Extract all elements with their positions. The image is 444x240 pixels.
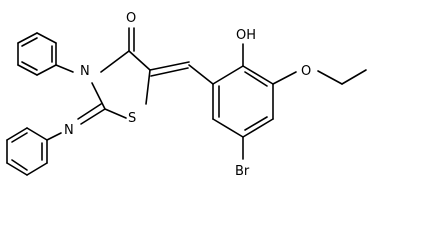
bond-line	[21, 37, 38, 47]
bond-line	[17, 32, 38, 44]
bond-line	[272, 71, 297, 85]
bond-line	[80, 108, 106, 125]
bond-line	[128, 50, 151, 71]
bond-line	[21, 61, 38, 71]
bond-line	[244, 116, 268, 131]
atom-labels: O N S N OH O Br	[64, 11, 311, 179]
bond-line	[11, 132, 28, 143]
molecule-canvas: O N S N OH O Br	[6, 11, 367, 179]
bond-line	[100, 50, 130, 73]
bond-line	[26, 127, 48, 141]
bond-line	[6, 162, 28, 176]
hydroxyl-label: OH	[236, 28, 256, 43]
bond-line	[244, 71, 268, 87]
ether-oxygen-label: O	[301, 64, 311, 79]
bond-line	[188, 64, 214, 85]
bond-line	[36, 32, 57, 44]
bond-line	[17, 64, 38, 76]
bond-line	[242, 65, 274, 85]
bond-line	[317, 70, 343, 85]
chemical-structure-diagram: O N S N OH O Br	[6, 11, 367, 179]
bond-line	[46, 132, 62, 141]
bond-line	[212, 65, 244, 85]
bond-line	[149, 61, 190, 71]
bond-line	[104, 108, 127, 119]
bond-line	[6, 127, 28, 141]
bond-line	[242, 118, 274, 138]
bromine-label: Br	[235, 164, 250, 179]
bond-line	[91, 82, 106, 110]
bond-line	[11, 159, 28, 171]
bond-line	[55, 64, 74, 73]
bond-line	[36, 64, 57, 76]
bond-line	[77, 103, 102, 120]
bond-line	[212, 118, 244, 138]
ring-sulfur-label: S	[128, 111, 136, 126]
bond-line	[341, 69, 367, 85]
bond-line	[145, 69, 151, 105]
bond-line	[26, 162, 48, 176]
bond-line	[150, 67, 189, 77]
imine-nitrogen-label: N	[64, 123, 74, 138]
carbonyl-oxygen-label: O	[126, 11, 136, 26]
ring-nitrogen-label: N	[80, 64, 90, 79]
bond-lines	[6, 27, 367, 176]
